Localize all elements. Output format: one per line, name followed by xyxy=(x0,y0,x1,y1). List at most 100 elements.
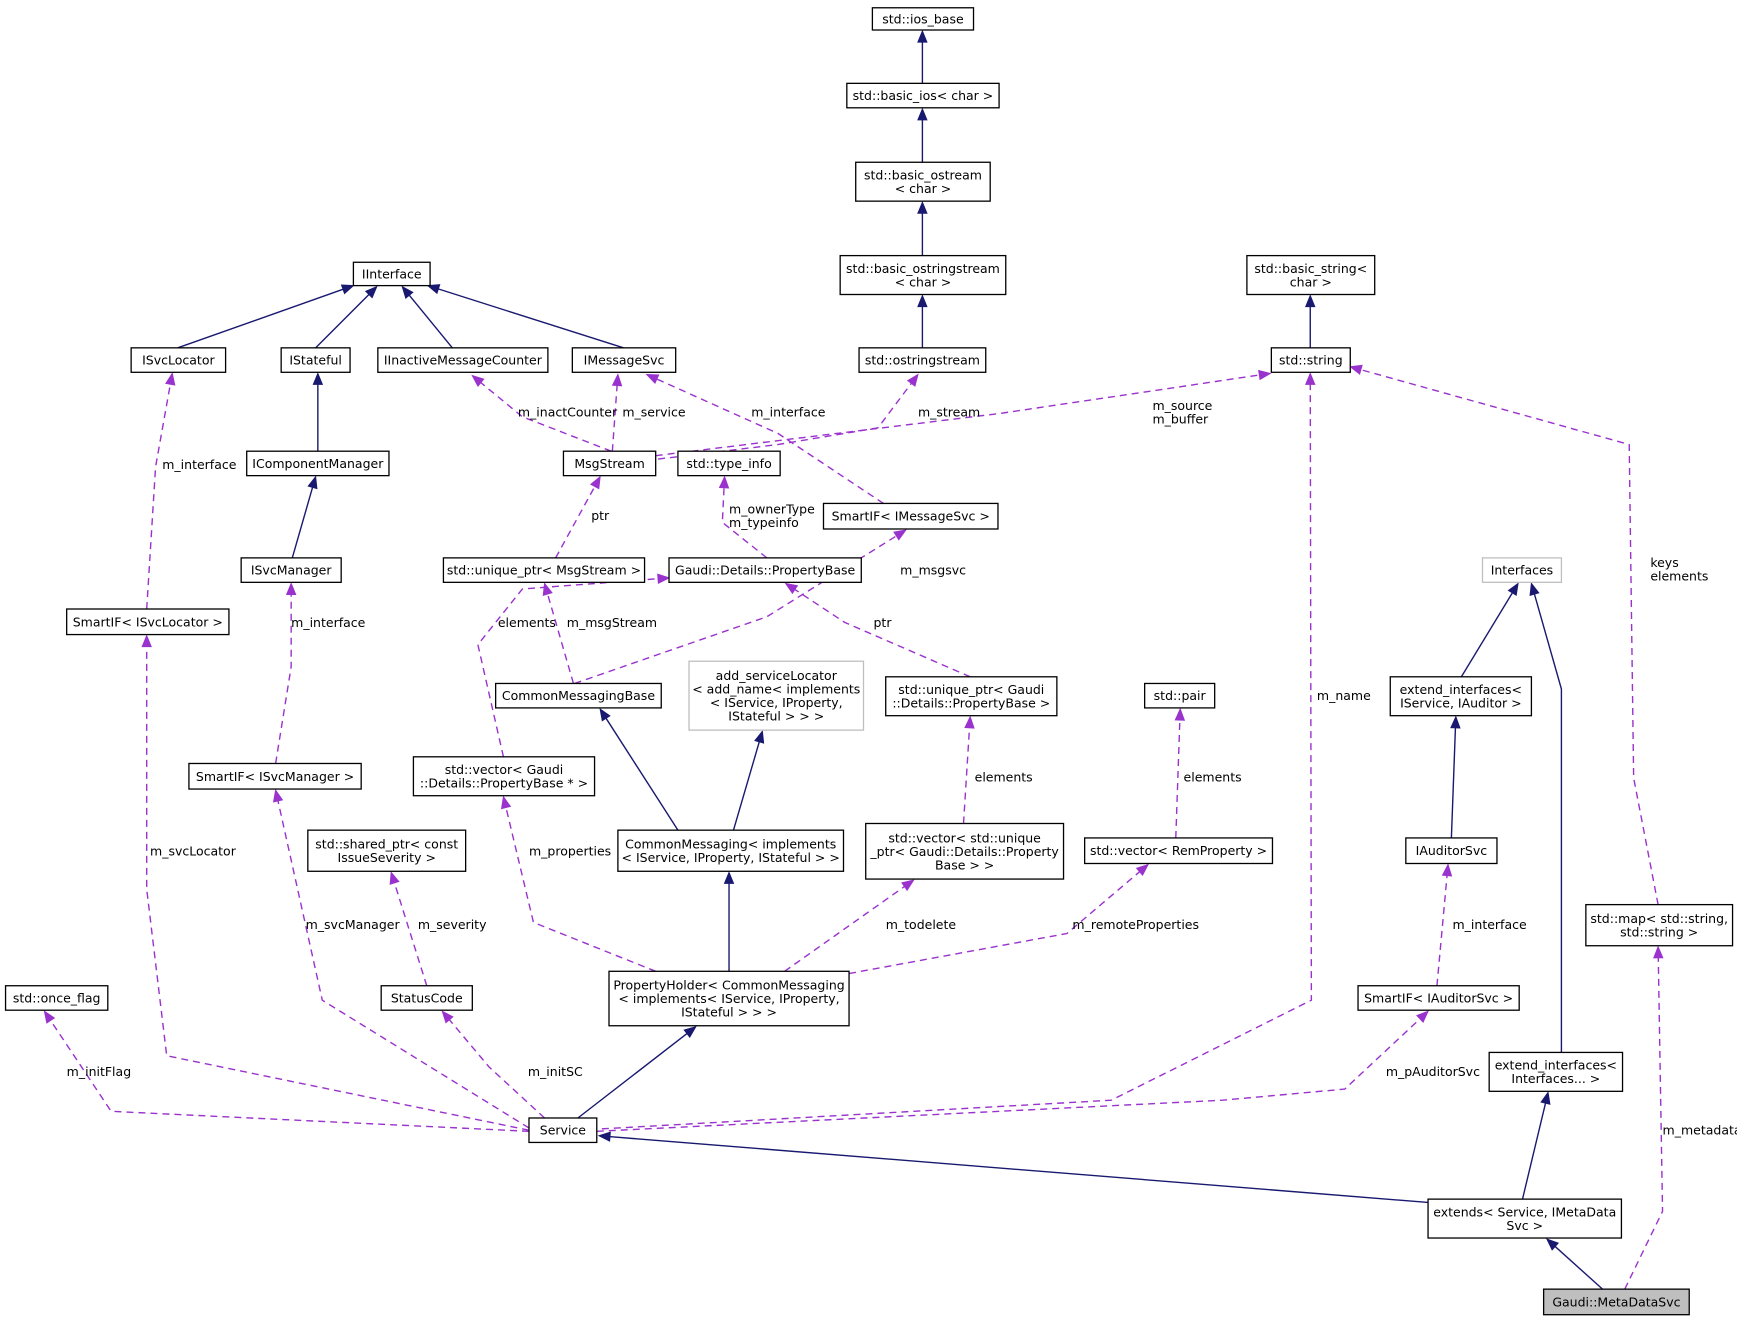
class-box xyxy=(188,762,362,790)
usage-edge-m_pAuditorSvc-arrowhead xyxy=(1416,1010,1430,1023)
inheritance-edge-Service-18-arrowhead xyxy=(597,1131,611,1142)
inheritance-edge-extend_interfaces_Interfaces-19-arrowhead xyxy=(1540,1091,1551,1105)
class-node-commonmessaging[interactable]: CommonMessaging< implements< IService, I… xyxy=(617,829,845,872)
edge-label-m-interface-auditor: m_interface xyxy=(1453,917,1527,932)
class-node-interfaces[interactable]: Interfaces xyxy=(1481,557,1563,583)
usage-edge-m_interface_auditor xyxy=(1436,874,1448,986)
class-node-propertybase[interactable]: Gaudi::Details::PropertyBase xyxy=(668,557,862,583)
usage-edge-m_todelete xyxy=(784,885,906,972)
class-node-metadatasvc[interactable]: Gaudi::MetaDataSvc xyxy=(1542,1288,1690,1316)
class-node-isvcmanager[interactable]: ISvcManager xyxy=(240,557,342,583)
class-node-isvclocator[interactable]: ISvcLocator xyxy=(130,347,227,373)
usage-edge-m_interface_auditor-arrowhead xyxy=(1441,863,1453,877)
usage-edge-ptr_msgstream-arrowhead xyxy=(589,475,601,490)
class-node-statuscode[interactable]: StatusCode xyxy=(380,985,473,1011)
inheritance-edge-Interfaces-15-arrowhead xyxy=(1529,582,1540,596)
class-name-line: CommonMessagingBase xyxy=(502,688,655,703)
class-node-iauditorsvc[interactable]: IAuditorSvc xyxy=(1405,837,1498,865)
class-node-smartif-isvcmanager[interactable]: SmartIF< ISvcManager > xyxy=(188,762,362,790)
class-node-extend-interfaces-iservice-iauditor[interactable]: extend_interfaces<IService, IAuditor > xyxy=(1389,676,1533,717)
class-node-icomponentmanager[interactable]: IComponentManager xyxy=(246,450,390,477)
class-node-basic-ostringstream[interactable]: std::basic_ostringstream< char > xyxy=(839,254,1007,296)
class-node-vector-propertybase-ptr[interactable]: std::vector< Gaudi::Details::PropertyBas… xyxy=(412,756,596,797)
class-node-ios-base[interactable]: std::ios_base xyxy=(871,7,975,31)
class-node-smartif-iauditorsvc[interactable]: SmartIF< IAuditorSvc > xyxy=(1357,985,1520,1011)
inheritance-edge-CommonMessagingBase-11 xyxy=(604,717,679,831)
class-name-line: Interfaces xyxy=(1491,563,1553,578)
class-box xyxy=(280,347,351,373)
class-name-line: < IService, IProperty, IStateful > > xyxy=(622,850,840,865)
class-node-msgstream[interactable]: MsgStream xyxy=(562,450,657,477)
usage-edge-elements_uniqueptr-arrowhead xyxy=(964,715,975,729)
edge-label-m-msgsvc: m_msgsvc xyxy=(900,563,966,578)
class-box xyxy=(571,347,677,373)
class-node-basic-string[interactable]: std::basic_string<char > xyxy=(1246,254,1376,296)
class-box xyxy=(4,985,109,1011)
class-name-line: std::string > xyxy=(1620,924,1698,939)
class-name-line: std::unique_ptr< MsgStream > xyxy=(447,563,641,578)
inheritance-edge-basic_ostringstream-3-arrowhead xyxy=(917,294,928,308)
class-node-string[interactable]: std::string xyxy=(1270,347,1351,373)
usage-edge-m_initSC-arrowhead xyxy=(441,1010,454,1024)
class-node-istateful[interactable]: IStateful xyxy=(280,347,351,373)
edge-label-keys-elements: elements xyxy=(1650,568,1708,583)
edge-label-m-source-buffer: m_buffer xyxy=(1152,412,1209,427)
inheritance-edge-Interfaces-14 xyxy=(1460,591,1514,678)
class-node-once-flag[interactable]: std::once_flag xyxy=(4,985,109,1011)
usage-edge-m_svcManager-arrowhead xyxy=(272,788,284,803)
class-node-propertyholder[interactable]: PropertyHolder< CommonMessaging< impleme… xyxy=(608,970,850,1027)
inheritance-edge-IInterface-7 xyxy=(408,294,453,349)
class-name-line: IAuditorSvc xyxy=(1416,843,1488,858)
inheritance-edge-add_serviceLocator-12-arrowhead xyxy=(754,729,765,744)
class-node-unique-ptr-msgstream[interactable]: std::unique_ptr< MsgStream > xyxy=(442,557,646,583)
class-name-line: IService, IAuditor > xyxy=(1400,695,1522,710)
class-name-line: char > xyxy=(1290,274,1332,289)
class-node-basic-ostream[interactable]: std::basic_ostream< char > xyxy=(855,161,991,202)
class-node-basic-ios[interactable]: std::basic_ios< char > xyxy=(846,82,1000,109)
class-node-extend-interfaces-interfaces[interactable]: extend_interfaces<Interfaces... > xyxy=(1488,1051,1624,1092)
class-node-vector-remproperty[interactable]: std::vector< RemProperty > xyxy=(1084,837,1274,865)
class-name-line: std::map< std::string, xyxy=(1590,911,1728,926)
class-node-unique-ptr-propertybase[interactable]: std::unique_ptr< Gaudi::Details::Propert… xyxy=(885,676,1058,717)
inheritance-edge-ios_base-0-arrowhead xyxy=(917,29,928,43)
inheritance-edge-IInterface-6-arrowhead xyxy=(364,285,378,299)
class-box xyxy=(839,254,1007,296)
edge-label-m-interface-svcmanager: m_interface xyxy=(291,615,365,630)
class-node-map-string-string[interactable]: std::map< std::string,std::string > xyxy=(1585,903,1734,947)
class-node-type-info[interactable]: std::type_info xyxy=(677,450,781,477)
class-box xyxy=(495,682,662,709)
usage-edge-elements_propbase-arrowhead xyxy=(657,573,671,584)
class-node-commonmessagingbase[interactable]: CommonMessagingBase xyxy=(495,682,662,709)
usage-edge-m_msgStream-arrowhead xyxy=(542,582,553,596)
class-box xyxy=(1144,682,1216,709)
class-box xyxy=(858,347,987,373)
class-box xyxy=(688,660,865,731)
class-node-smartif-imessagesvc[interactable]: SmartIF< IMessageSvc > xyxy=(822,502,999,530)
class-node-imessagesvc[interactable]: IMessageSvc xyxy=(571,347,677,373)
class-node-iinterface[interactable]: IInterface xyxy=(352,261,431,287)
usage-edge-m_severity xyxy=(393,881,428,986)
class-node-pair[interactable]: std::pair xyxy=(1144,682,1216,709)
class-box xyxy=(1405,837,1498,865)
class-name-line: IStateful > > > xyxy=(681,1005,777,1020)
class-node-service[interactable]: Service xyxy=(528,1117,598,1144)
edge-label-m-pAuditorSvc: m_pAuditorSvc xyxy=(1386,1064,1480,1079)
class-box xyxy=(1481,557,1563,583)
class-node-vector-unique-ptr[interactable]: std::vector< std::unique_ptr< Gaudi::Det… xyxy=(865,822,1065,880)
class-name-line: < char > xyxy=(895,274,952,289)
class-node-iinactivemessagecounter[interactable]: IInactiveMessageCounter xyxy=(377,347,549,373)
class-name-line: Svc > xyxy=(1506,1218,1543,1233)
class-node-add-servicelocator[interactable]: add_serviceLocator< add_name< implements… xyxy=(688,660,865,731)
class-box xyxy=(562,450,657,477)
inheritance-edge-PropertyHolder-17-arrowhead xyxy=(683,1026,697,1039)
class-node-ostringstream[interactable]: std::ostringstream xyxy=(858,347,987,373)
inheritance-edge-IComponentManager-10 xyxy=(291,486,314,559)
class-name-line: < char > xyxy=(895,181,952,196)
usage-edge-elements_uniqueptr xyxy=(962,726,971,824)
class-node-smartif-isvclocator[interactable]: SmartIF< ISvcLocator > xyxy=(66,608,230,636)
class-name-line: std::vector< Gaudi xyxy=(445,762,564,777)
usage-edge-keys_elements xyxy=(1359,368,1659,905)
